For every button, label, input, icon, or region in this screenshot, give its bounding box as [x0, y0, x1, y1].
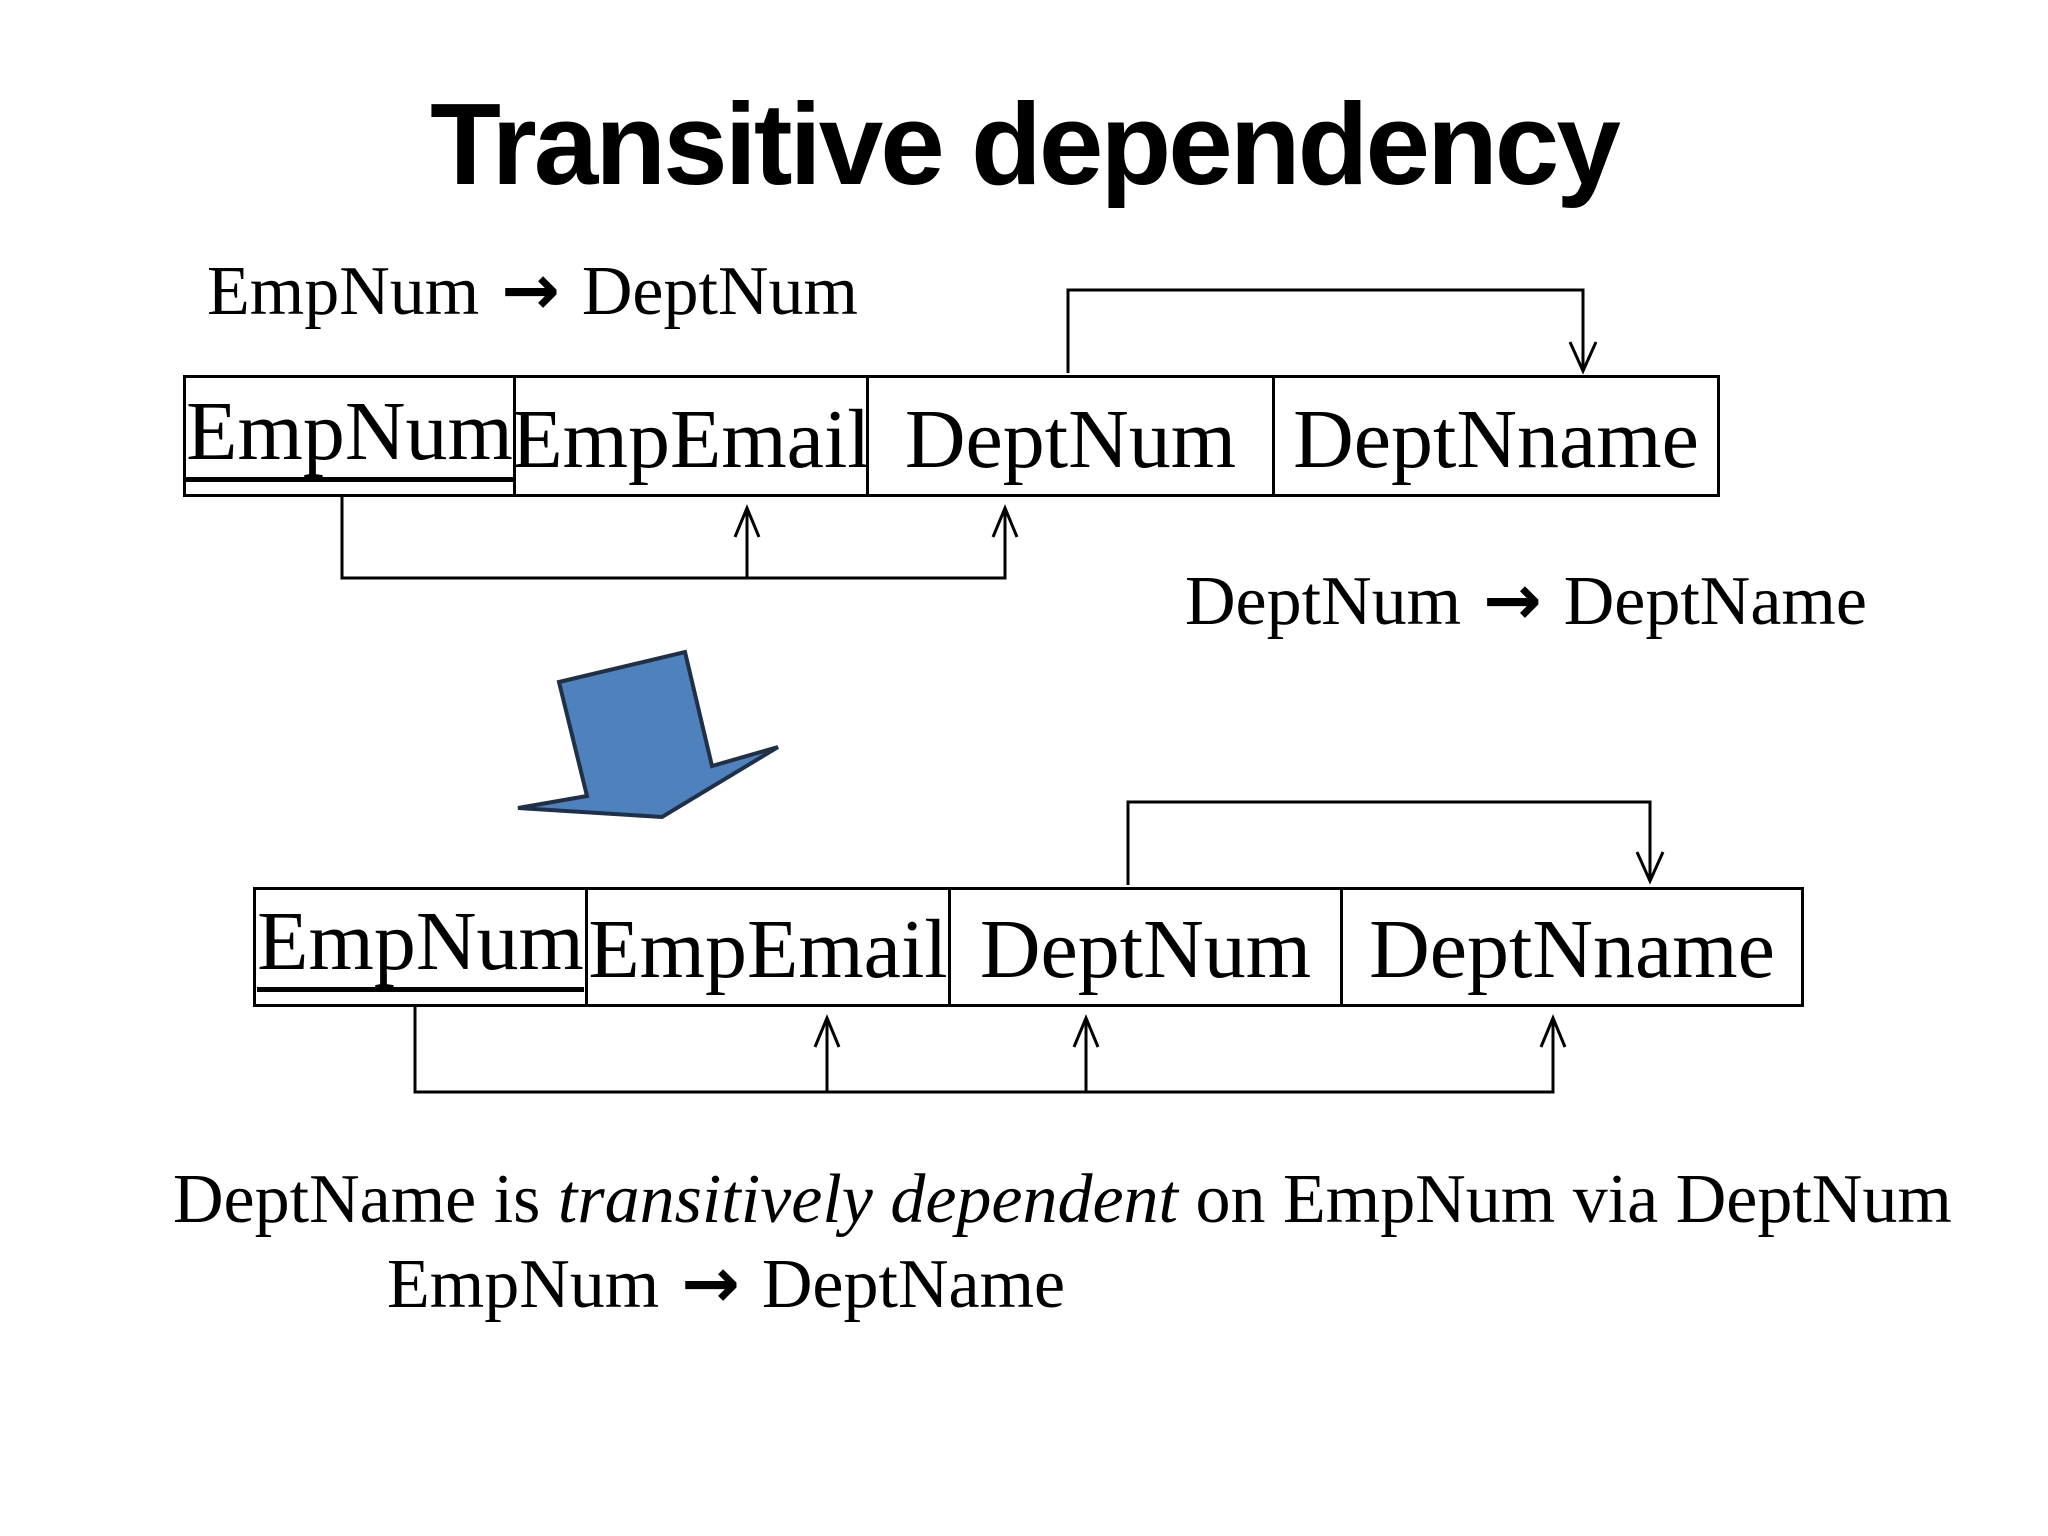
down-block-arrow — [517, 649, 780, 820]
primary-key-underline: EmpNum — [257, 900, 584, 992]
table-bottom-cell-deptnum: DeptNum — [951, 890, 1343, 1004]
fd-rhs: DeptName — [1563, 563, 1867, 640]
arrow-line — [1066, 288, 1585, 373]
right-arrow-glyph: → — [681, 1242, 740, 1324]
primary-key-underline: EmpNum — [186, 390, 513, 482]
right-arrow-glyph: → — [1483, 559, 1542, 641]
table-top-cell-empemail: EmpEmail — [511, 378, 871, 494]
fd-lhs: DeptNum — [1185, 563, 1462, 640]
arrowhead-up-icon — [733, 504, 761, 538]
table-bottom-empnum-bracket — [413, 1005, 1567, 1094]
fd-empnum-to-deptnum: EmpNum → DeptNum — [207, 255, 858, 327]
fd-lhs: EmpNum — [207, 253, 480, 330]
caption-transitive-dependency: DeptName is transitively dependent on Em… — [173, 1165, 1952, 1235]
bracket-line — [413, 1005, 1555, 1094]
table-bottom-cell-empnum: EmpNum — [256, 890, 588, 1004]
fd-lhs: EmpNum — [387, 1246, 660, 1323]
relation-table-bottom: EmpNum EmpEmail DeptNum DeptNname — [253, 887, 1804, 1007]
table-top-empnum-bracket — [340, 495, 1019, 580]
caption-post: on EmpNum via DeptNum — [1178, 1161, 1952, 1238]
right-arrow-glyph: → — [501, 249, 560, 331]
fd-rhs: DeptNum — [581, 253, 858, 330]
table-top-cell-empnum: EmpNum — [186, 378, 516, 494]
table-top-deptnum-to-deptnname-arrow — [1066, 288, 1598, 375]
arrowhead-up-icon — [813, 1014, 841, 1048]
arrowhead-down-icon — [1635, 851, 1665, 885]
arrowhead-up-icon — [1072, 1014, 1100, 1048]
fd-deptnum-to-deptname: DeptNum → DeptName — [1185, 565, 1867, 637]
table-bottom-cell-deptnname: DeptNname — [1369, 903, 1775, 996]
slide-title: Transitive dependency — [430, 79, 1621, 209]
arrowhead-up-icon — [1539, 1014, 1567, 1048]
arrow-line — [1126, 800, 1652, 885]
fd-rhs: DeptName — [761, 1246, 1066, 1323]
arrowhead-up-icon — [991, 504, 1019, 538]
caption-pre: DeptName is — [173, 1161, 558, 1238]
table-bottom-deptnum-to-deptnname-arrow — [1126, 800, 1665, 885]
table-bottom-cell-empemail: EmpEmail — [588, 890, 951, 1004]
fd-empnum-to-deptname: EmpNum → DeptName — [387, 1248, 1065, 1320]
bracket-line — [340, 495, 1007, 580]
arrowhead-down-icon — [1568, 341, 1598, 375]
table-top-cell-deptnum: DeptNum — [869, 378, 1275, 494]
relation-table-top: EmpNum EmpEmail DeptNum DeptNname — [183, 375, 1720, 497]
caption-emphasis: transitively dependent — [557, 1161, 1178, 1238]
table-top-cell-deptnname: DeptNname — [1293, 393, 1699, 486]
